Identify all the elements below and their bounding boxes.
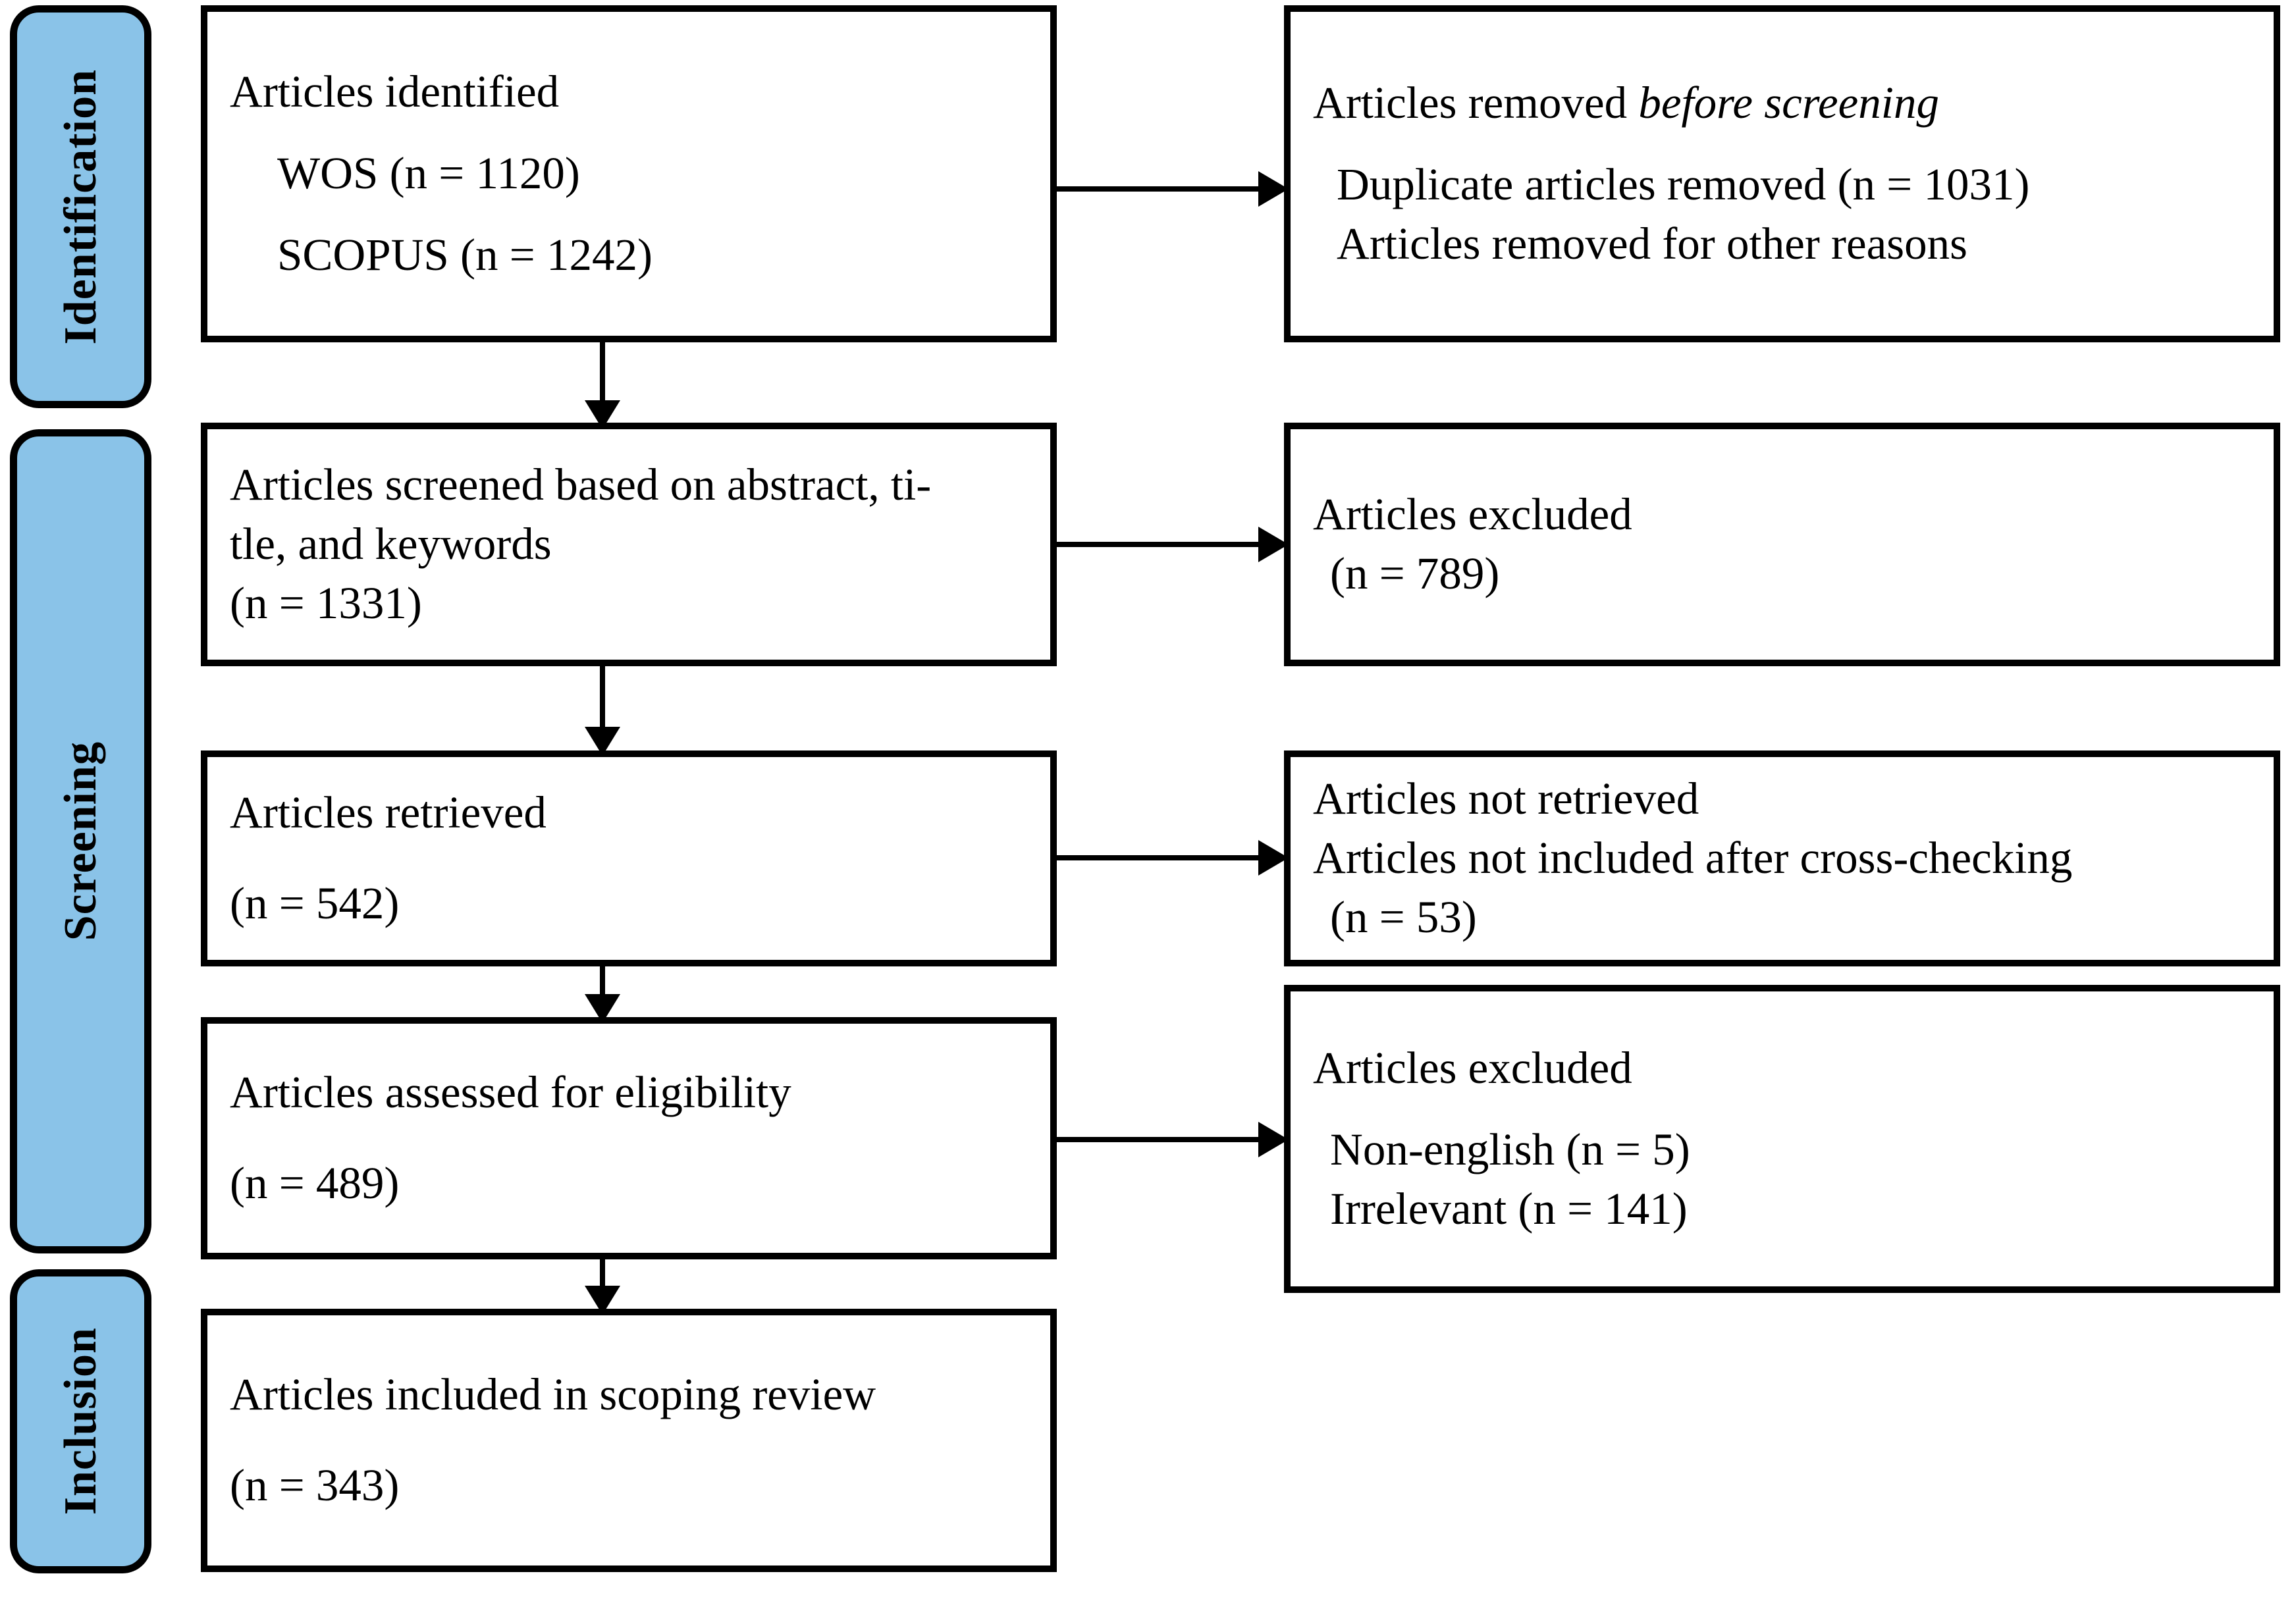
box-line: WOS (n = 1120) [277,148,580,199]
box-articles-retrieved: Articles retrieved (n = 542) [201,750,1057,966]
box-line: Articles excluded [1313,489,1632,540]
box-line: (n = 542) [230,878,400,928]
box-articles-removed-before-screening: Articles removed before screening Duplic… [1284,5,2280,342]
stage-label-inclusion: Inclusion [55,1327,106,1515]
box-line: (n = 789) [1330,548,1500,598]
box-line: Articles retrieved [230,787,547,838]
box-line: (n = 343) [230,1460,400,1510]
box-line: SCOPUS (n = 1242) [277,229,653,280]
box-articles-included: Articles included in scoping review (n =… [201,1309,1057,1572]
arrow-right-retrieved-to-not-retrieved [1050,822,1293,894]
box-articles-excluded-screening: Articles excluded (n = 789) [1284,423,2280,666]
box-articles-assessed-eligibility: Articles assessed for eligibility (n = 4… [201,1017,1057,1259]
arrow-right-screened-to-excluded [1050,508,1293,581]
arrow-right-eligibility-to-excluded [1050,1103,1293,1176]
box-line: (n = 489) [230,1158,400,1208]
stage-bar-identification: Identification [10,5,151,408]
box-line: Articles removed before screening [1313,74,2251,133]
box-line: Irrelevant (n = 141) [1330,1183,1688,1234]
box-line: Articles not retrieved [1313,774,1699,824]
box-line: Articles assessed for eligibility [230,1067,791,1118]
box-line-emphasis: before screening [1638,78,1939,128]
box-line: (n = 1331) [230,577,422,628]
box-articles-excluded-eligibility: Articles excluded Non-english (n = 5) Ir… [1284,985,2280,1293]
box-line: Articles identified [230,66,560,117]
box-articles-screened: Articles screened based on abstract, ti-… [201,423,1057,666]
box-articles-not-retrieved: Articles not retrieved Articles not incl… [1284,750,2280,966]
arrow-right-identified-to-removed [1050,153,1293,225]
box-line: (n = 53) [1330,891,1477,942]
stage-bar-inclusion: Inclusion [10,1269,151,1573]
stage-bar-screening: Screening [10,429,151,1253]
box-line: Articles removed for other reasons [1337,218,1967,269]
box-line: Articles screened based on abstract, ti- [230,460,932,510]
box-line: tle, and keywords [230,519,552,569]
box-line: Articles not included after cross-checki… [1313,833,2073,883]
stage-label-identification: Identification [55,68,106,345]
box-line-text: Articles removed [1313,78,1639,128]
box-line: Duplicate articles removed (n = 1031) [1337,159,2030,210]
arrow-down-identified-to-screened [566,337,645,429]
box-line: Non-english (n = 5) [1330,1124,1690,1175]
box-articles-identified: Articles identified WOS (n = 1120) SCOPU… [201,5,1057,342]
box-line: Articles excluded [1313,1043,1632,1093]
box-line: Articles included in scoping review [230,1369,876,1420]
arrow-down-eligibility-to-included [566,1254,645,1315]
arrow-down-screened-to-retrieved [566,661,645,756]
arrow-down-retrieved-to-eligibility [566,961,645,1023]
stage-label-screening: Screening [55,741,106,941]
